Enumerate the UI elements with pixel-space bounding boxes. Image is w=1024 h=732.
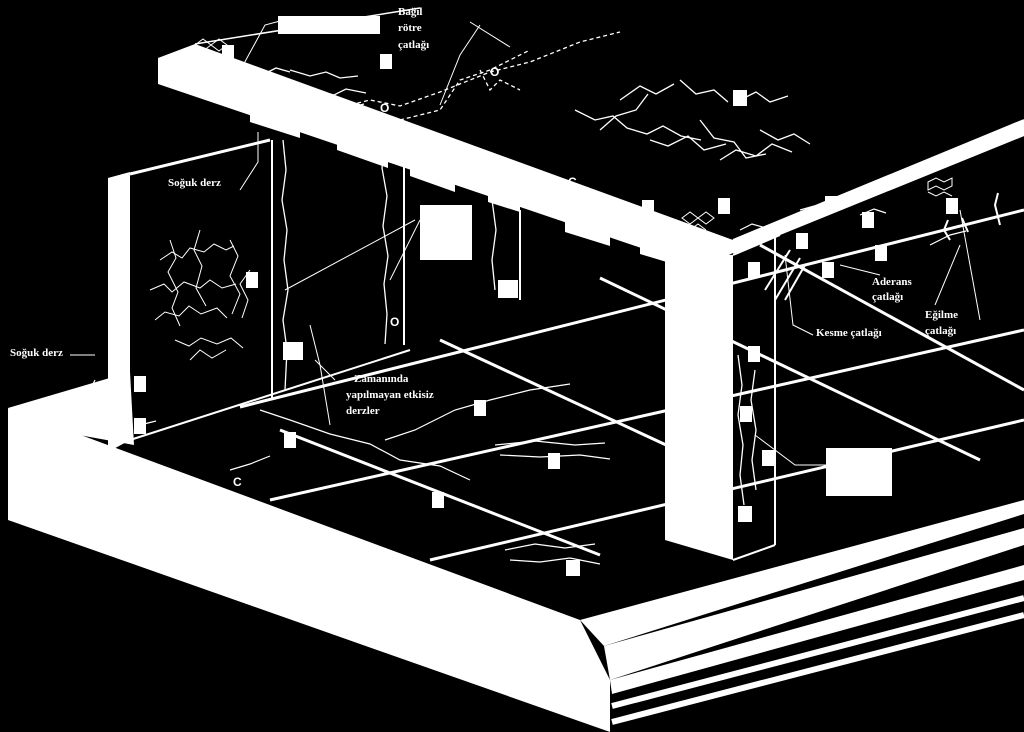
label-untimely-joints-2: yapılmayan etkisiz <box>346 389 434 401</box>
marker-c-2: C <box>568 175 577 189</box>
leader-lines <box>70 20 981 466</box>
label-cold-joint-left: Soğuk derz <box>10 347 63 359</box>
label-relative-shrinkage-3: çatlağı <box>398 39 429 51</box>
label-adhesion-crack-1: Aderans <box>872 276 912 288</box>
label-adhesion-crack-2: çatlağı <box>872 291 903 303</box>
label-relative-shrinkage-1: Bağıl <box>398 6 422 18</box>
shrinkage-dashed-cracks <box>329 31 621 121</box>
marker-c-3: C <box>233 475 242 489</box>
marker-o-1: O <box>380 101 389 115</box>
slab-cracks <box>229 67 811 161</box>
label-bending-crack-2: çatlağı <box>925 325 956 337</box>
marker-o-2: O <box>490 65 499 79</box>
marker-letters: O O O C C C <box>233 65 577 489</box>
label-cold-joint-upper: Soğuk derz <box>168 177 221 189</box>
label-untimely-joints-3: derzler <box>346 405 380 417</box>
column-vertical-cracks <box>737 354 757 506</box>
floor-cracks <box>64 379 611 565</box>
foundation-slab <box>8 372 1024 732</box>
marker-o-3: O <box>390 315 399 329</box>
back-wall <box>108 138 521 452</box>
text-labels: Bağıl rötre çatlağı Soğuk derz Soğuk der… <box>10 6 958 417</box>
label-shear-crack: Kesme çatlağı <box>816 327 882 339</box>
label-relative-shrinkage-2: rötre <box>398 22 422 34</box>
label-untimely-joints-1: Zamanında <box>354 373 409 385</box>
label-bending-crack-1: Eğilme <box>925 309 958 321</box>
front-column <box>665 234 781 561</box>
bending-adhesion-cracks <box>942 192 1001 241</box>
slab-edge-cracks <box>739 205 967 246</box>
map-cracking-wall <box>149 229 251 361</box>
reference-boxes <box>134 16 958 576</box>
marker-c-1: C <box>432 135 441 149</box>
